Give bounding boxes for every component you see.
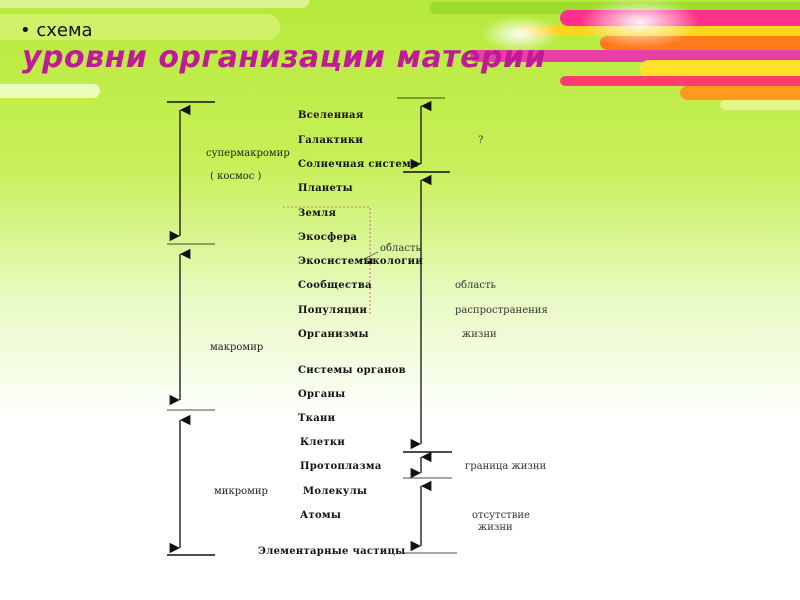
- level-communities: Сообщества: [298, 280, 372, 291]
- bullet-glyph: •: [20, 20, 31, 41]
- level-solar-system: Солнечная система: [298, 159, 418, 170]
- note-life-spread: распространения: [455, 305, 548, 316]
- level-ecosphere: Экосфера: [298, 232, 358, 243]
- level-planets: Планеты: [298, 183, 353, 194]
- level-organ-systems: Системы органов: [298, 365, 406, 376]
- level-elementary-particles: Элементарные частицы: [258, 546, 406, 557]
- level-ecosystems: Экосистемы: [298, 256, 374, 267]
- ecology-bracket: [283, 206, 371, 316]
- note-ecology-word: экологии: [366, 256, 424, 267]
- note-life-border: граница жизни: [465, 461, 547, 472]
- world-supermacro: супермакромир: [206, 148, 290, 159]
- level-protoplasm: Протоплазма: [300, 461, 382, 472]
- level-molecules: Молекулы: [303, 486, 368, 497]
- note-life-word: жизни: [462, 329, 497, 340]
- slide-title: уровни организации материи: [22, 40, 546, 75]
- world-micro: микромир: [214, 486, 268, 497]
- note-unknown: ?: [478, 135, 484, 146]
- world-macro: макромир: [210, 342, 264, 353]
- level-tissues: Ткани: [298, 413, 336, 424]
- bullet-subtitle: • схема: [20, 20, 93, 41]
- level-organisms: Организмы: [298, 329, 369, 340]
- slide-subtitle: схема: [36, 20, 93, 41]
- level-galaxies: Галактики: [298, 135, 364, 146]
- note-absence-life: жизни: [478, 522, 513, 533]
- level-earth: Земля: [298, 208, 337, 219]
- note-ecology-area: область: [380, 243, 421, 254]
- level-populations: Популяции: [298, 305, 368, 316]
- ecology-pointer: [357, 251, 379, 263]
- level-atoms: Атомы: [300, 510, 342, 521]
- level-cells: Клетки: [300, 437, 346, 448]
- note-absence: отсутствие: [472, 510, 530, 521]
- level-organs: Органы: [298, 389, 346, 400]
- note-life-area: область: [455, 280, 496, 291]
- level-universe: Вселенная: [298, 110, 364, 121]
- world-supermacro-sub: ( космос ): [210, 171, 262, 182]
